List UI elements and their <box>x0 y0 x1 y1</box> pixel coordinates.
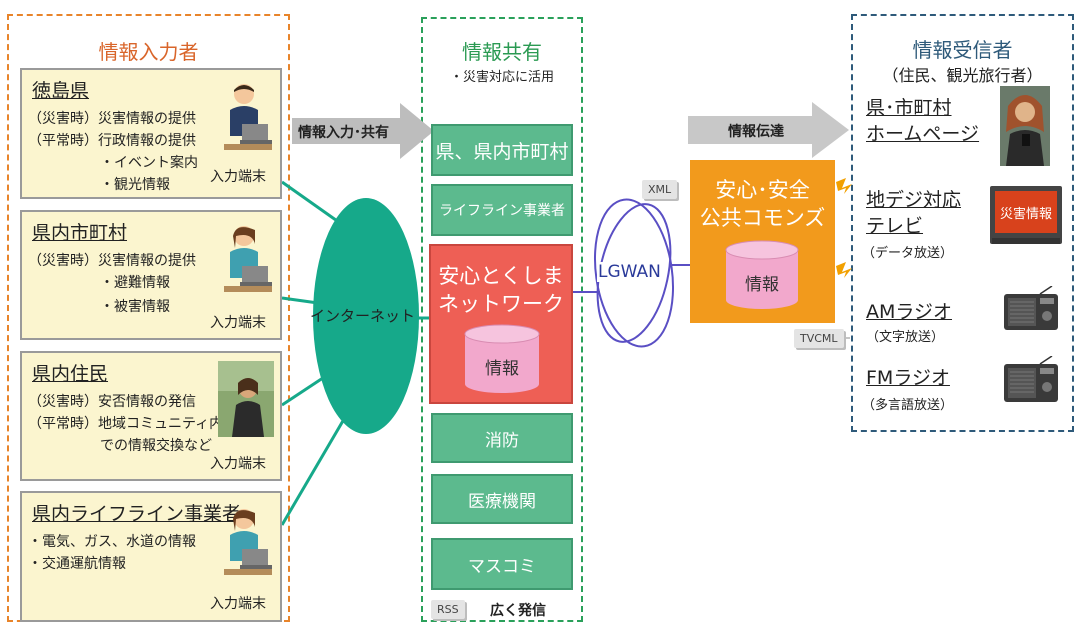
input-box-line: （平常時）地域コミュニティ内 <box>28 416 224 432</box>
person-at-laptop-icon <box>224 509 272 575</box>
input-terminal-label: 入力端末 <box>210 596 266 612</box>
input-box-prefecture: 徳島県 （災害時）災害情報の提供 （平常時）行政情報の提供 ・イベント案内 ・観… <box>20 68 282 199</box>
input-box-line: ・イベント案内 <box>100 155 198 171</box>
radio-icon <box>1004 356 1058 402</box>
lgwan-label: LGWAN <box>597 262 662 282</box>
input-box-line: （災害時）災害情報の提供 <box>28 253 196 269</box>
tv-screen-text: 災害情報 <box>999 206 1052 222</box>
tvcml-tag: TVCML <box>794 329 844 348</box>
database-cylinder-icon: 情報 <box>724 240 800 310</box>
share-item-fire: 消防 <box>431 413 573 463</box>
internet-ellipse <box>313 198 419 434</box>
input-section-title: 情報入力者 <box>98 40 199 64</box>
input-box-line: ・被害情報 <box>100 299 170 315</box>
person-at-laptop-icon <box>224 84 272 150</box>
input-box-lifeline: 県内ライフライン事業者 ・電気、ガス、水道の情報 ・交通運航情報 入力端末 <box>20 491 282 622</box>
rss-tag: RSS <box>431 600 465 619</box>
input-share-arrow <box>292 103 434 159</box>
input-share-arrow-label: 情報入力･共有 <box>298 125 389 141</box>
broadcast-label: 広く発信 <box>490 603 546 619</box>
tv-icon: 災害情報 <box>990 186 1062 244</box>
input-box-title: 県内市町村 <box>32 222 128 244</box>
share-item-medical: 医療機関 <box>431 474 573 524</box>
database-label: 情報 <box>745 275 779 295</box>
input-box-title: 県内ライフライン事業者 <box>32 503 242 525</box>
connection-line <box>280 401 356 526</box>
input-box-line: での情報交換など <box>100 438 212 454</box>
database-cylinder-icon: 情報 <box>463 324 541 394</box>
resident-photo <box>218 361 274 437</box>
xml-tag: XML <box>642 180 678 199</box>
recv-tv-line1: 地デジ対応 <box>866 189 962 211</box>
share-item-lifeline: ライフライン事業者 <box>431 184 573 236</box>
input-terminal-label: 入力端末 <box>210 169 266 185</box>
input-box-line: （災害時）災害情報の提供 <box>28 111 196 127</box>
connection-line <box>281 296 319 305</box>
recv-section-title: 情報受信者 <box>912 38 1013 62</box>
anshin-tokushima-network-box: 安心とくしま ネットワーク 情報 <box>429 244 573 404</box>
recv-tv-sub: （データ放送） <box>862 246 954 261</box>
share-item-prefecture: 県、県内市町村 <box>431 124 573 176</box>
public-commons-box: 安心･安全 公共コモンズ 情報 <box>690 160 835 323</box>
input-terminal-label: 入力端末 <box>210 456 266 472</box>
recv-fm-radio: FMラジオ <box>866 367 950 389</box>
recv-am-radio: AMラジオ <box>866 301 953 323</box>
radio-icon <box>1004 286 1058 330</box>
input-box-residents: 県内住民 （災害時）安否情報の発信 （平常時）地域コミュニティ内 での情報交換な… <box>20 351 282 481</box>
transmit-arrow <box>688 102 849 158</box>
smartphone-user-photo <box>1000 86 1050 166</box>
recv-tv-line2: テレビ <box>866 215 924 237</box>
input-box-line: ・電気、ガス、水道の情報 <box>28 534 196 550</box>
transmit-arrow-label: 情報伝達 <box>728 124 784 140</box>
network-box-line1: 安心とくしま <box>438 264 564 288</box>
input-terminal-label: 入力端末 <box>210 315 266 331</box>
input-box-line: ・避難情報 <box>100 275 170 291</box>
input-box-line: （平常時）行政情報の提供 <box>28 133 196 149</box>
commons-line2: 公共コモンズ <box>699 206 826 230</box>
input-box-municipality: 県内市町村 （災害時）災害情報の提供 ・避難情報 ・被害情報 入力端末 <box>20 210 282 340</box>
internet-label: インターネット <box>310 307 416 325</box>
share-section-subtitle: ・災害対応に活用 <box>449 70 554 85</box>
input-box-title: 徳島県 <box>32 80 90 102</box>
input-box-line: （災害時）安否情報の発信 <box>28 394 196 410</box>
recv-fm-radio-sub: （多言語放送） <box>862 398 954 413</box>
recv-section-subtitle: （住民、観光旅行者） <box>882 66 1043 85</box>
network-box-line2: ネットワーク <box>438 292 564 316</box>
share-item-media: マスコミ <box>431 538 573 590</box>
commons-line1: 安心･安全 <box>715 178 810 202</box>
recv-section-frame <box>851 14 1074 432</box>
database-label: 情報 <box>485 359 519 379</box>
input-box-line: ・交通運航情報 <box>28 556 126 572</box>
share-section-title: 情報共有 <box>462 40 542 64</box>
recv-homepage-line1: 県･市町村 <box>866 97 952 119</box>
recv-am-radio-sub: （文字放送） <box>866 330 945 345</box>
lightning-icon <box>836 178 852 194</box>
person-at-laptop-icon <box>224 226 272 292</box>
recv-homepage-line2: ホームページ <box>866 123 980 145</box>
lightning-icon <box>836 262 852 278</box>
tv-screen: 災害情報 <box>995 191 1057 233</box>
input-box-title: 県内住民 <box>32 363 109 385</box>
input-box-line: ・観光情報 <box>100 177 170 193</box>
